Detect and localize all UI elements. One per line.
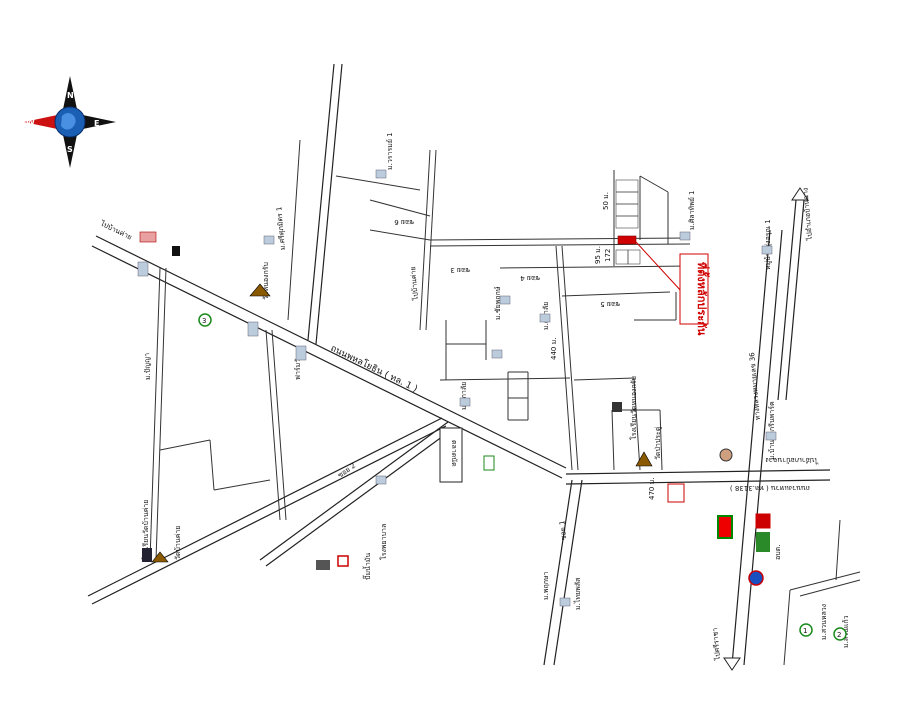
distance-470m: 470 ม. bbox=[648, 478, 656, 500]
market-building: ตลาดนัด bbox=[439, 427, 463, 483]
house-icon bbox=[559, 597, 571, 607]
house-icon bbox=[679, 231, 691, 241]
hospital-label: โรงพยาบาล bbox=[379, 524, 388, 560]
distance-95m: 95 ม. bbox=[594, 246, 602, 264]
subject-label: ที่ตั้งหลักประกัน bbox=[695, 262, 710, 336]
village-l-label: ม.ศุภาลัย bbox=[460, 382, 468, 410]
to-east-label: ไปอำเภอบ้านฉาง bbox=[765, 456, 819, 465]
market-label: ตลาดนัด bbox=[450, 440, 458, 467]
village-i-label: ม.บ้านฟ้ากรีนพาร์ค bbox=[768, 401, 776, 460]
badge-1-icon bbox=[799, 623, 813, 637]
south-road: ซอย 1 bbox=[543, 479, 583, 666]
hospital-icon bbox=[337, 555, 349, 567]
building-icon bbox=[172, 246, 180, 256]
car-icon bbox=[139, 231, 157, 243]
gas-station-icon bbox=[316, 560, 330, 570]
compass-north: N bbox=[67, 91, 74, 100]
soi-4-label: ซอย 4 bbox=[520, 274, 540, 282]
house-icon bbox=[295, 345, 307, 361]
compass-west: W bbox=[26, 118, 35, 127]
southwest-road bbox=[87, 417, 447, 605]
school-icon bbox=[142, 548, 152, 562]
highway-36-label: ทางหลวงหมายเลข 36 bbox=[748, 351, 762, 420]
house-icon bbox=[499, 295, 511, 305]
svg-text:2: 2 bbox=[837, 631, 841, 639]
honda-icon bbox=[667, 483, 685, 503]
north-road: ม.ศรีศุภมิตร 1 bbox=[275, 63, 343, 345]
gas-station-label: ปั๊มน้ำมัน bbox=[361, 553, 372, 580]
svg-text:3: 3 bbox=[202, 317, 206, 325]
soi-6-label: ซอย 6 bbox=[394, 218, 414, 226]
village-f-label: ม.ไทยพลัส bbox=[573, 577, 582, 610]
house-icon bbox=[761, 245, 773, 255]
temple-b-label: วัดบ้านค่าย bbox=[174, 526, 182, 560]
village-e-label: ม.พฤกษา bbox=[542, 571, 550, 600]
compass-south: S bbox=[67, 145, 73, 154]
house-icon bbox=[247, 321, 259, 337]
soi-5-label: ซอย 5 bbox=[600, 300, 620, 308]
village-j-label: ม.สวนหลวง bbox=[820, 604, 828, 640]
village-a-label: ม.วรารมย์ 1 bbox=[386, 132, 394, 170]
cattle-label: ฟาร์มวัว bbox=[294, 355, 302, 380]
temple-c-label: วัดป่าประดู่ bbox=[654, 427, 662, 460]
distance-172: 172 bbox=[604, 249, 612, 262]
southeast-roads bbox=[783, 519, 861, 666]
village-m-label: ม.ปัญญา bbox=[143, 353, 152, 380]
to-bottom-label: ไปศรีราชา bbox=[710, 627, 722, 661]
house-icon bbox=[539, 313, 551, 323]
office-label: อบต. bbox=[774, 545, 782, 560]
compass-rose: W N E S bbox=[24, 76, 116, 168]
temple-icon bbox=[635, 451, 653, 467]
house-icon bbox=[491, 349, 503, 359]
house-icon bbox=[137, 261, 149, 277]
school-icon bbox=[612, 402, 622, 412]
house-icon bbox=[459, 397, 471, 407]
house-icon bbox=[375, 475, 387, 485]
house-icon bbox=[765, 431, 777, 441]
soi-3-label: ซอย 3 bbox=[450, 266, 470, 274]
bank-icon bbox=[755, 513, 771, 529]
badge-2-icon bbox=[833, 627, 847, 641]
subject-plot: ที่ตั้งหลักประกัน 50 ม. 95 ม. 172 440 ม.… bbox=[550, 170, 710, 500]
landmark-icon bbox=[719, 448, 733, 462]
west-area-roads: ม.ปัญญา bbox=[143, 267, 287, 561]
village-g-label: ม.ศิลาทิพย์ 1 bbox=[688, 190, 696, 230]
store-icon bbox=[483, 455, 495, 471]
distance-50m: 50 ม. bbox=[602, 192, 610, 210]
map-icons: 3 1 2 bbox=[137, 169, 847, 641]
east-road: ถนนวงแหวน ( ทล.3138 ) ไปอำเภอบ้านฉาง bbox=[565, 456, 831, 492]
compass-east: E bbox=[94, 119, 99, 128]
village-c-label: ม.ชัยพฤกษ์ bbox=[494, 286, 502, 320]
school-b-label: โรงเรียนวัดบ้านค่าย bbox=[141, 500, 150, 560]
badge-3-icon bbox=[198, 313, 212, 327]
subject-marker bbox=[617, 235, 637, 245]
subject-area-roads: ซอย 3 ซอย 4 ซอย 5 ซอย 6 ไปบ้านค่าย bbox=[335, 149, 691, 471]
to-west-label: ไปบ้านค่าย bbox=[98, 218, 133, 241]
temple-a-label: วัดหนองกรับ bbox=[262, 262, 270, 300]
subject-label-box bbox=[679, 253, 709, 325]
bank-icon bbox=[756, 532, 770, 552]
house-icon bbox=[375, 169, 387, 179]
shop-icon bbox=[717, 515, 733, 539]
soi-2-label: ซอย 2 bbox=[336, 462, 357, 480]
soi-1-label: ซอย 1 bbox=[558, 520, 568, 540]
temple-icon bbox=[151, 551, 169, 563]
village-b-label: ม.ศรีศุภมิตร 1 bbox=[275, 206, 287, 250]
distance-440m: 440 ม. bbox=[550, 338, 558, 360]
house-icon bbox=[263, 235, 275, 245]
temple-icon bbox=[249, 283, 271, 297]
to-top-label: ไปบ้านค่าย bbox=[408, 266, 420, 301]
village-labels: ม.วรารมย์ 1 ม.ชัยพฤกษ์ ม.ศุภาลัย ม.พฤกษา… bbox=[141, 132, 850, 648]
svg-text:1: 1 bbox=[803, 627, 807, 635]
secondary-road-label: ถนนวงแหวน ( ทล.3138 ) bbox=[730, 484, 810, 492]
middle-diagonal-road: ซอย 2 bbox=[259, 421, 455, 567]
village-h-label: หมู่บ้านรุ่งอรุณ 1 bbox=[764, 219, 772, 270]
main-road-label: ถนนพหลโยธิน ( ทล. 1 ) bbox=[329, 343, 420, 395]
gas-icon bbox=[748, 570, 764, 586]
highway-36: ทางหลวงหมายเลข 36 ไปอำเภอบ้านฉาง ไปศรีรา… bbox=[710, 187, 814, 671]
school-a-label: โรงเรียนวัดหนองกรับ bbox=[629, 376, 638, 440]
